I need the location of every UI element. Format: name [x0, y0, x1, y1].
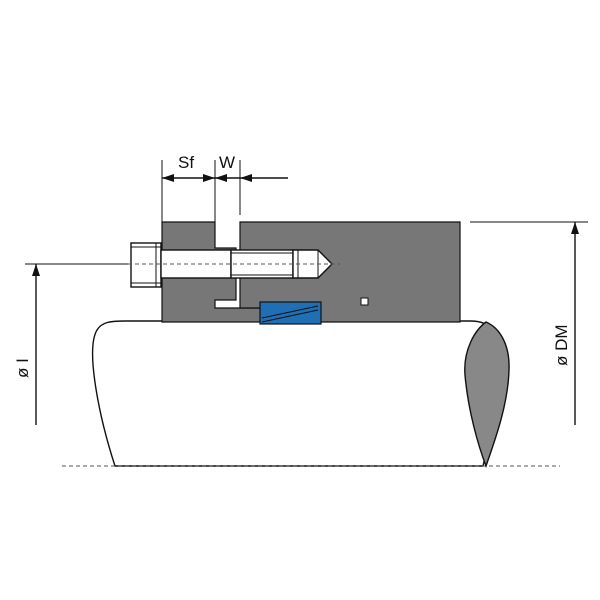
pin	[360, 297, 369, 306]
dm-label: ø DM	[552, 324, 571, 366]
sf-label: Sf	[178, 153, 194, 172]
w-label: W	[219, 153, 235, 172]
seal-ring	[259, 301, 322, 325]
shaft-body	[91, 320, 496, 467]
di-label: ø I	[13, 358, 32, 378]
shaft-section-lens	[464, 321, 510, 469]
